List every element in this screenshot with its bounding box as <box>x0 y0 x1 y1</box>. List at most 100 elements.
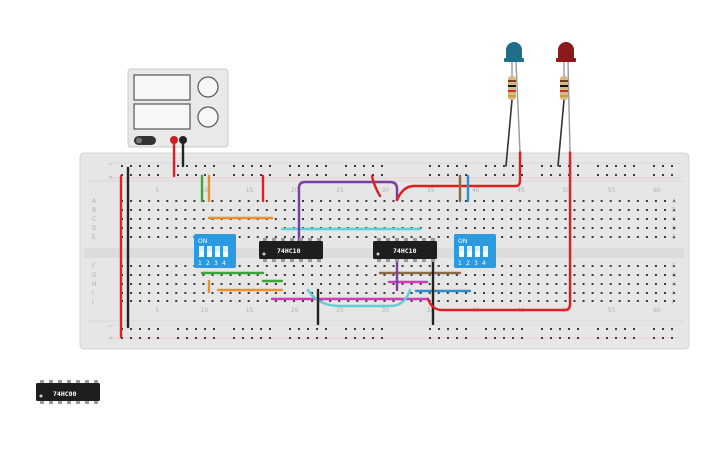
breadboard-hole <box>537 274 540 276</box>
breadboard-hole <box>374 265 377 267</box>
rail-hole <box>213 328 215 330</box>
chip-body <box>36 383 100 401</box>
voltage-knob[interactable] <box>197 76 219 98</box>
breadboard-hole <box>202 283 205 285</box>
breadboard-hole <box>229 274 232 276</box>
rail-hole <box>559 328 561 330</box>
breadboard-hole <box>455 292 458 294</box>
breadboard-hole <box>347 283 350 285</box>
negative-terminal <box>179 136 187 144</box>
row-letter: B <box>672 207 676 214</box>
breadboard-hole <box>401 218 404 220</box>
dip-switch-left[interactable]: ON 1 2 3 4 <box>194 234 236 268</box>
breadboard-hole <box>148 265 151 267</box>
breadboard-hole <box>365 209 368 211</box>
breadboard-hole <box>664 227 666 229</box>
breadboard-hole <box>148 200 151 202</box>
breadboard-hole <box>510 236 513 238</box>
dip-toggle-lever <box>199 246 204 252</box>
breadboard-hole <box>139 265 142 267</box>
breadboard-hole <box>211 300 214 302</box>
breadboard-hole <box>591 300 594 302</box>
breadboard-hole <box>175 236 178 238</box>
breadboard-hole <box>265 227 268 229</box>
column-number: 50 <box>562 187 570 194</box>
breadboard-hole <box>501 200 504 202</box>
column-number: 40 <box>472 187 480 194</box>
bottom-rail-plus-label: + <box>108 335 113 342</box>
breadboard-hole <box>573 283 576 285</box>
breadboard-hole <box>591 236 594 238</box>
breadboard-hole <box>374 218 377 220</box>
breadboard-hole <box>464 209 467 211</box>
breadboard-hole <box>220 274 223 276</box>
breadboard-hole <box>501 274 504 276</box>
breadboard-hole <box>148 218 151 220</box>
breadboard-hole <box>446 283 449 285</box>
top-rail-minus-label: − <box>108 161 113 168</box>
breadboard-hole <box>193 200 196 202</box>
breadboard-hole <box>528 200 531 202</box>
rail-hole <box>363 328 365 330</box>
rail-hole <box>521 174 523 176</box>
rail-hole <box>121 174 123 176</box>
breadboard-hole <box>274 200 277 202</box>
breadboard-hole <box>139 283 142 285</box>
breadboard-hole <box>618 218 621 220</box>
breadboard-hole <box>283 200 286 202</box>
breadboard-hole <box>464 292 467 294</box>
chip-pin <box>404 258 408 262</box>
breadboard-hole <box>437 300 440 302</box>
breadboard-hole <box>483 300 485 302</box>
rail-hole <box>381 337 383 339</box>
breadboard-hole <box>501 265 504 267</box>
rail-hole <box>213 174 215 176</box>
breadboard-hole <box>148 292 151 294</box>
rail-hole <box>503 337 505 339</box>
breadboard-hole <box>609 292 612 294</box>
breadboard-hole <box>627 274 630 276</box>
breadboard-hole <box>636 218 639 220</box>
breadboard-hole <box>537 292 540 294</box>
dip-switch-right[interactable]: ON 1 2 3 4 <box>454 234 496 268</box>
rail-hole <box>447 174 449 176</box>
rail-hole <box>438 165 440 167</box>
breadboard-hole <box>528 209 531 211</box>
rail-hole <box>494 174 496 176</box>
breadboard-hole <box>636 265 639 267</box>
breadboard-hole <box>501 283 504 285</box>
current-knob[interactable] <box>197 106 219 128</box>
rail-hole <box>130 337 132 339</box>
rail-hole <box>662 328 664 330</box>
chip-pin <box>290 258 294 262</box>
rail-hole <box>503 165 505 167</box>
chip-pin <box>299 258 303 262</box>
rail-hole <box>438 328 440 330</box>
rail-hole <box>186 337 188 339</box>
breadboard-hole <box>510 292 513 294</box>
rail-hole <box>186 328 188 330</box>
breadboard-hole <box>510 265 513 267</box>
breadboard-hole <box>193 218 196 220</box>
breadboard-hole <box>473 292 476 294</box>
breadboard-hole <box>573 227 576 229</box>
rail-hole <box>372 328 374 330</box>
breadboard-hole <box>283 274 286 276</box>
rail-hole <box>494 337 496 339</box>
rail-hole <box>298 328 300 330</box>
breadboard-hole <box>419 209 422 211</box>
breadboard-hole <box>573 209 576 211</box>
rail-hole <box>251 328 253 330</box>
breadboard-hole <box>365 265 368 267</box>
breadboard-hole <box>564 265 567 267</box>
rail-hole <box>157 165 159 167</box>
rail-hole <box>485 174 487 176</box>
rail-hole <box>381 174 383 176</box>
breadboard-hole <box>193 274 196 276</box>
breadboard-hole <box>148 274 151 276</box>
rail-hole <box>148 165 150 167</box>
breadboard-hole <box>365 292 368 294</box>
breadboard-hole <box>283 236 286 238</box>
blue-led-assembly <box>504 42 524 153</box>
rail-hole <box>177 165 179 167</box>
